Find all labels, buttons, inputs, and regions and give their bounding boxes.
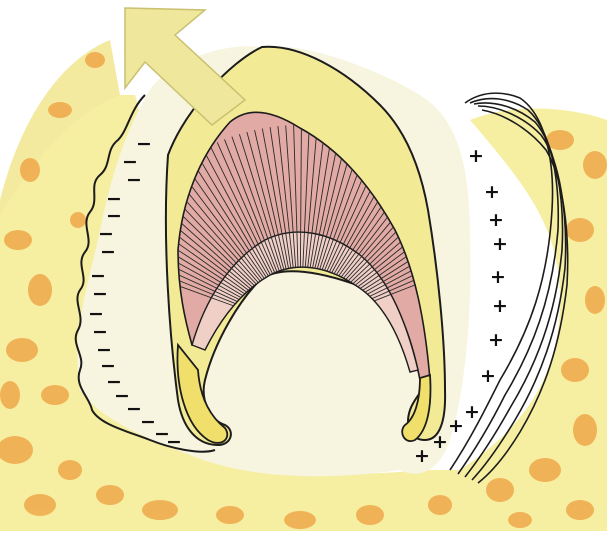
plus-sign: + <box>484 181 500 203</box>
bone-blotch <box>561 358 589 382</box>
bone-blotch <box>529 458 561 482</box>
bone-blotch <box>566 500 594 520</box>
bone-blotch <box>356 505 384 525</box>
bone-blotch <box>566 218 594 242</box>
plus-sign: + <box>488 329 504 351</box>
plus-sign: + <box>468 145 484 167</box>
bone-blotch <box>216 506 244 524</box>
plus-sign: + <box>490 266 506 288</box>
bone-blotch <box>508 512 532 528</box>
plus-sign: + <box>464 401 480 423</box>
bone-blotch <box>142 500 178 520</box>
bone-blotch <box>6 338 38 362</box>
plus-sign: + <box>414 445 430 467</box>
bone-blotch <box>85 52 105 68</box>
bone-blotch <box>28 274 52 306</box>
plus-sign: + <box>480 365 496 387</box>
bone-blotch <box>24 494 56 516</box>
plus-sign: + <box>488 209 504 231</box>
bone-blotch <box>0 381 20 409</box>
bone-blotch <box>48 102 72 118</box>
plus-sign: + <box>492 295 508 317</box>
minus-sign: − <box>136 133 152 155</box>
minus-sign: − <box>166 431 182 453</box>
bone-blotch <box>41 385 69 405</box>
minus-sign: − <box>126 169 142 191</box>
plus-sign: + <box>448 415 464 437</box>
plus-sign: + <box>492 233 508 255</box>
bone-blotch <box>486 478 514 502</box>
minus-sign: − <box>92 283 108 305</box>
bone-blotch <box>20 158 40 182</box>
bone-blotch <box>428 495 452 515</box>
bone-blotch <box>58 460 82 480</box>
bone-blotch <box>70 212 86 228</box>
bone-blotch <box>583 151 607 179</box>
minus-sign: − <box>100 241 116 263</box>
bone-blotch <box>4 230 32 250</box>
bone-blotch <box>284 511 316 529</box>
bone-blotch <box>585 286 605 314</box>
plus-sign: + <box>432 431 448 453</box>
bone-blotch <box>96 485 124 505</box>
bone-blotch <box>573 414 597 446</box>
